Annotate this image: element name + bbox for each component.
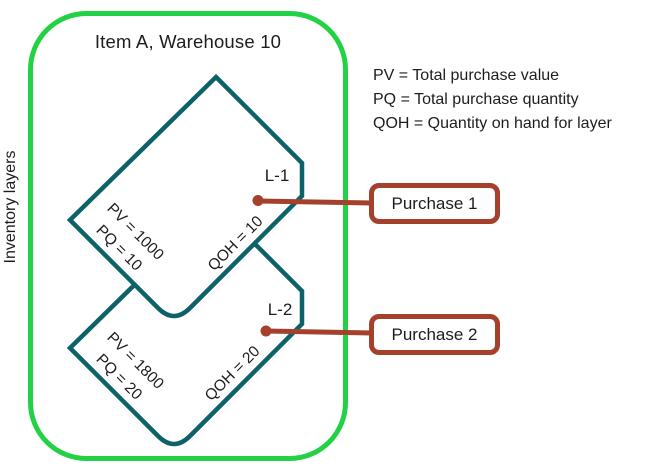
- legend-line-pv: PV = Total purchase value: [373, 67, 560, 84]
- inventory-layers-label: Inventory layers: [2, 150, 19, 264]
- purchase-1-label: Purchase 1: [391, 193, 478, 213]
- connector-dot-purchase-1: [252, 195, 264, 206]
- connector-line-purchase-1: [255, 198, 375, 206]
- connector-line-purchase-2: [263, 328, 375, 336]
- purchase-2-callout: Purchase 2: [369, 314, 500, 355]
- layer-shape-l1: [66, 73, 305, 319]
- layer-shape-l2: [66, 201, 305, 447]
- legend-line-qoh: QOH = Quantity on hand for layer: [373, 115, 612, 132]
- layer2-name: L-2: [267, 300, 293, 319]
- legend-line-pq: PQ = Total purchase quantity: [373, 91, 579, 108]
- purchase-1-callout: Purchase 1: [369, 183, 500, 224]
- layer1-name: L-1: [264, 166, 290, 185]
- purchase-2-label: Purchase 2: [391, 324, 478, 344]
- warehouse-container-border: [28, 11, 348, 461]
- warehouse-title: Item A, Warehouse 10: [94, 31, 282, 52]
- connector-dot-purchase-2: [260, 325, 272, 337]
- legend: PV = Total purchase value PQ = Total pur…: [373, 64, 612, 136]
